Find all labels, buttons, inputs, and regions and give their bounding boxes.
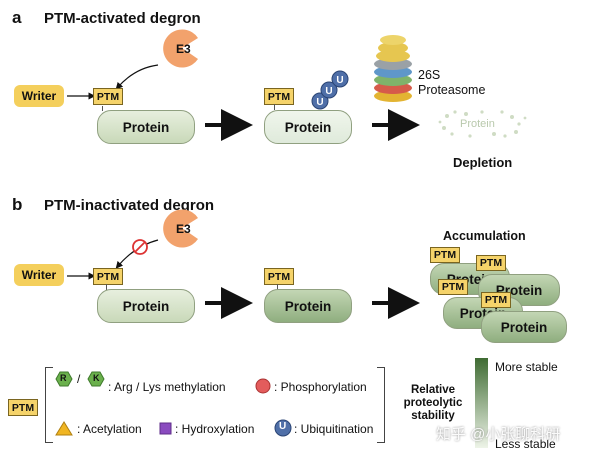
protein-stack-4: Protein: [481, 311, 567, 343]
faded-protein-label: Protein: [460, 118, 495, 130]
acetylation-icon: [55, 421, 73, 436]
legend-bracket-left: [45, 367, 53, 443]
e3-shape-b: [163, 209, 198, 248]
stability-label: Relative proteolytic stability: [403, 384, 463, 422]
panel-a-title: PTM-activated degron: [44, 10, 201, 27]
legend-phosphorylation: : Phosphorylation: [274, 380, 367, 394]
legend-slash: /: [77, 372, 81, 386]
legend-hydroxylation: : Hydroxylation: [175, 422, 255, 436]
legend-ptm-tag: PTM: [8, 399, 38, 416]
proteasome-icon: [374, 35, 412, 102]
ptm-stack-1: PTM: [430, 247, 460, 263]
stability-more-label: More stable: [495, 360, 558, 374]
writer-box-a: Writer: [14, 85, 64, 107]
ptm-tag-b1: PTM: [93, 268, 123, 285]
ubiquitin-icon: [311, 70, 349, 110]
e3-label-b: E3: [176, 222, 191, 236]
e3-shape-a: [163, 29, 198, 68]
legend-acetylation: : Acetylation: [77, 422, 142, 436]
legend-u-letter: U: [279, 421, 287, 432]
stability-less-label: Less stable: [495, 437, 556, 451]
legend-ubiquitination: : Ubiquitination: [294, 422, 374, 436]
writer-box-b: Writer: [14, 264, 64, 286]
stability-gradient-bar: [475, 358, 488, 448]
panel-b-title: PTM-inactivated degron: [44, 197, 215, 214]
legend-r-letter: R: [60, 373, 67, 383]
ptm-stem-b2: [277, 284, 278, 290]
ubiquitin-chain: U U U: [311, 70, 349, 110]
ptm-stack-2: PTM: [476, 255, 506, 271]
legend-bracket-right: [377, 367, 385, 443]
ub-label-2: U: [325, 86, 332, 97]
protein-b1: Protein: [97, 289, 195, 323]
ptm-tag-a1: PTM: [93, 88, 123, 105]
panel-a-letter: a: [12, 8, 22, 27]
ub-label-3: U: [336, 75, 343, 86]
ptm-stem-a2: [274, 104, 275, 110]
e3-arrow-a: [115, 64, 159, 90]
degraded-fragments: [438, 110, 527, 138]
ptm-stem-b1: [106, 284, 107, 290]
legend-k-letter: K: [93, 373, 100, 383]
methylation-k-icon: [87, 371, 105, 387]
proteasome-label: 26S Proteasome: [418, 68, 486, 97]
legend-methylation: : Arg / Lys methylation: [108, 380, 226, 394]
ubiquitination-icon: [274, 419, 292, 437]
depletion-label: Depletion: [453, 155, 513, 170]
watermark: 知乎 @小张聊科研: [436, 426, 561, 443]
protein-b2: Protein: [264, 289, 352, 323]
blocked-icon: [132, 239, 148, 255]
e3-label-a: E3: [176, 42, 191, 56]
methylation-r-icon: [55, 371, 73, 387]
protein-a2: Protein: [264, 110, 352, 144]
ptm-stack-4: PTM: [481, 292, 511, 308]
ptm-tag-b2: PTM: [264, 268, 294, 285]
protein-a1: Protein: [97, 110, 195, 144]
ptm-stem-a1: [102, 106, 103, 111]
panel-b-letter: b: [12, 195, 23, 214]
ptm-tag-a2: PTM: [264, 88, 294, 105]
accumulation-label: Accumulation: [443, 229, 526, 243]
ptm-stack-3: PTM: [438, 279, 468, 295]
hydroxylation-icon: [159, 422, 172, 435]
ub-label-1: U: [316, 97, 323, 108]
phosphorylation-icon: [255, 378, 271, 394]
